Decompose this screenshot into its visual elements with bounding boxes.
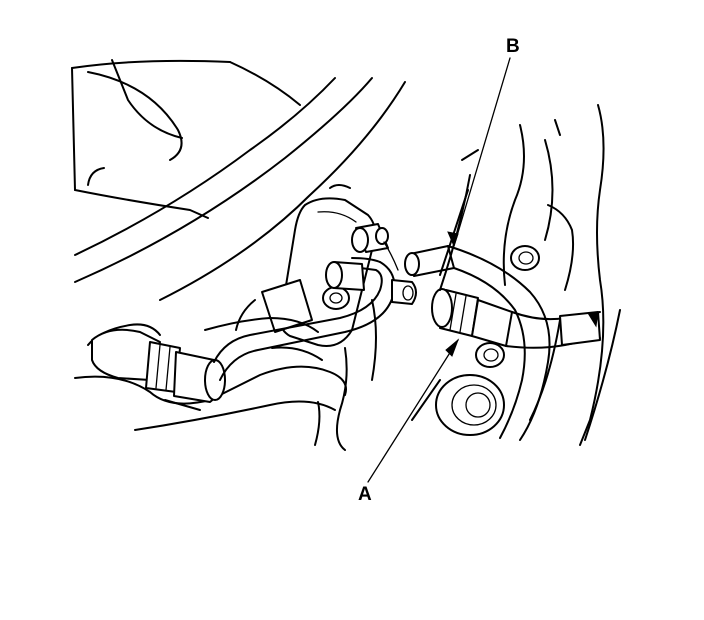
hose-clamp xyxy=(559,311,601,346)
callout-b-label: B xyxy=(506,36,520,57)
knuckle-right xyxy=(411,104,621,446)
mounting-bracket xyxy=(235,184,377,451)
leader-lines xyxy=(367,57,511,483)
upper-left-housing xyxy=(71,59,406,301)
callout-a-label: A xyxy=(358,484,372,505)
hose-a xyxy=(431,288,601,349)
bracket-bolt xyxy=(322,286,350,310)
large-hose-fitting xyxy=(91,328,226,403)
hub-boss xyxy=(435,374,505,436)
hydraulic-pipe xyxy=(213,257,396,381)
pipe-end-fitting xyxy=(325,261,417,305)
bleeder-screw xyxy=(351,223,399,271)
knuckle-bolts xyxy=(475,245,540,368)
